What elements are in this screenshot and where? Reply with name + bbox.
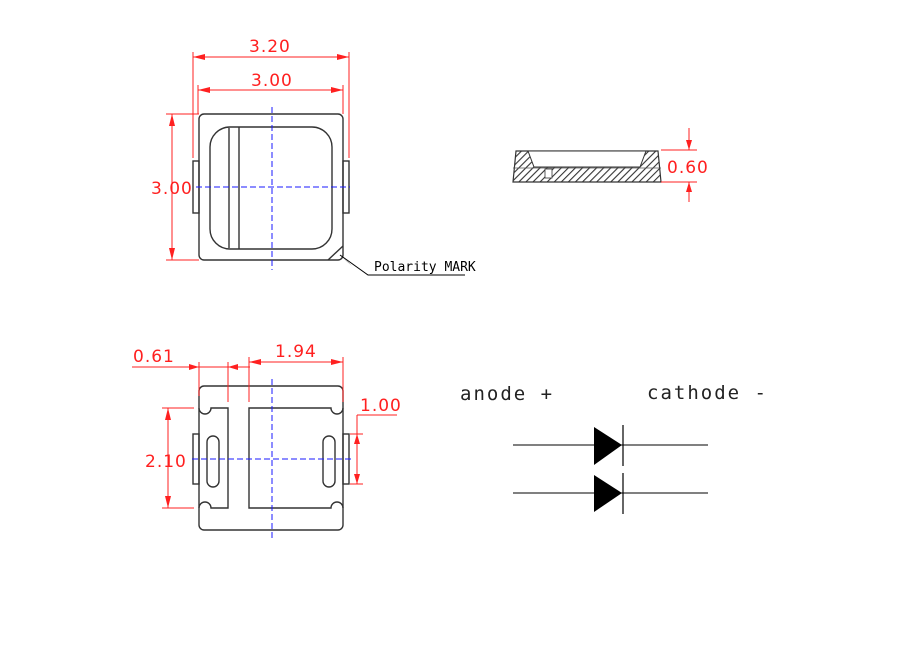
polarity-mark (327, 245, 344, 261)
diode-symbol (513, 473, 708, 514)
slot-left (206, 435, 220, 488)
anode-pad (198, 407, 229, 509)
dim-pad-height: 2.10 (145, 452, 187, 472)
polarity-label: Polarity MARK (374, 260, 476, 275)
dim-slot-height: 1.00 (360, 396, 402, 416)
polarity-leader (339, 254, 465, 276)
cathode-label: cathode - (647, 382, 768, 404)
slot-right (322, 435, 336, 488)
dim-pad-left-width: 0.61 (133, 347, 175, 367)
dim-height: 3.00 (151, 179, 193, 199)
dim-width-body: 3.00 (251, 71, 293, 91)
dim-pad-right-width: 1.94 (275, 342, 317, 362)
top-view: 3.20 3.00 3.00 Polarity MARK (151, 37, 476, 276)
side-view: 0.60 (512, 128, 709, 202)
dim-width-overall: 3.20 (249, 37, 291, 57)
diode-schematic: anode + cathode - (460, 382, 768, 514)
dim-thickness: 0.60 (667, 158, 709, 178)
anode-label: anode + (460, 383, 554, 405)
diode-symbol (513, 425, 708, 466)
lens-outline (209, 126, 333, 250)
bottom-view: 0.61 1.94 2.10 1.00 (132, 342, 402, 540)
cathode-pad (248, 407, 344, 509)
